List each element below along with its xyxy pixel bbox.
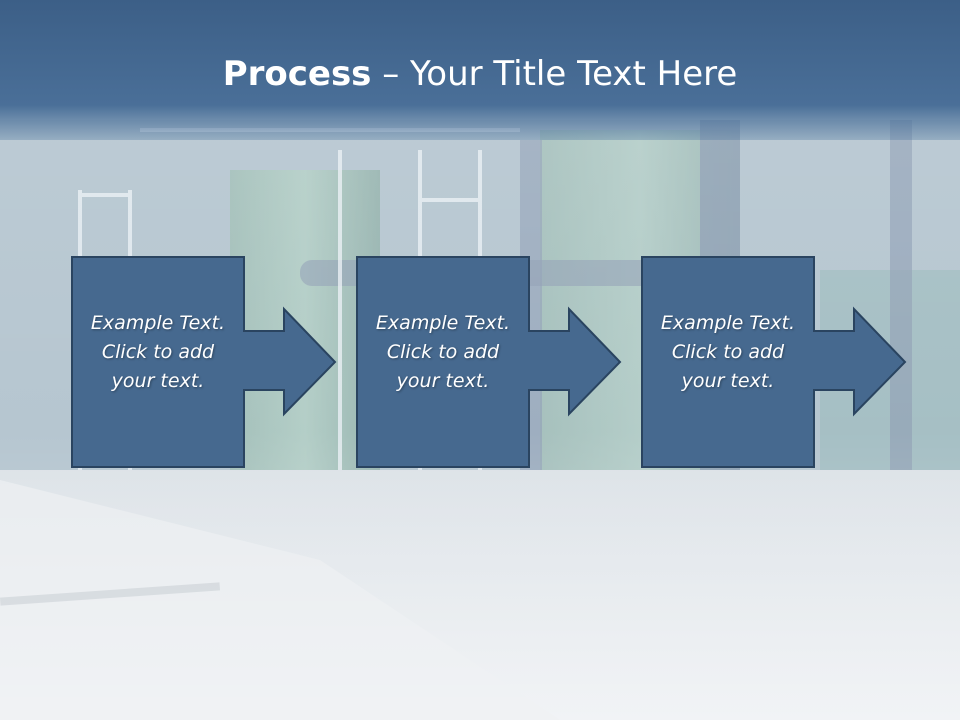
step-text[interactable]: Example Text. Click to add your text.: [660, 312, 796, 392]
title-bar: [0, 0, 960, 140]
title-rest: – Your Title Text Here: [371, 54, 738, 94]
process-step-1[interactable]: Example Text. Click to add your text.: [71, 256, 402, 468]
title-bold: Process: [222, 54, 372, 94]
step-text[interactable]: Example Text. Click to add your text.: [375, 312, 511, 392]
arrow-right-shape: [641, 256, 907, 468]
process-step-3[interactable]: Example Text. Click to add your text.: [641, 256, 960, 468]
slide-title[interactable]: Process – Your Title Text Here: [0, 50, 960, 98]
arrow-right-shape: [356, 256, 622, 468]
process-step-2[interactable]: Example Text. Click to add your text.: [356, 256, 687, 468]
step-text[interactable]: Example Text. Click to add your text.: [90, 312, 226, 392]
arrow-right-shape: [71, 256, 337, 468]
